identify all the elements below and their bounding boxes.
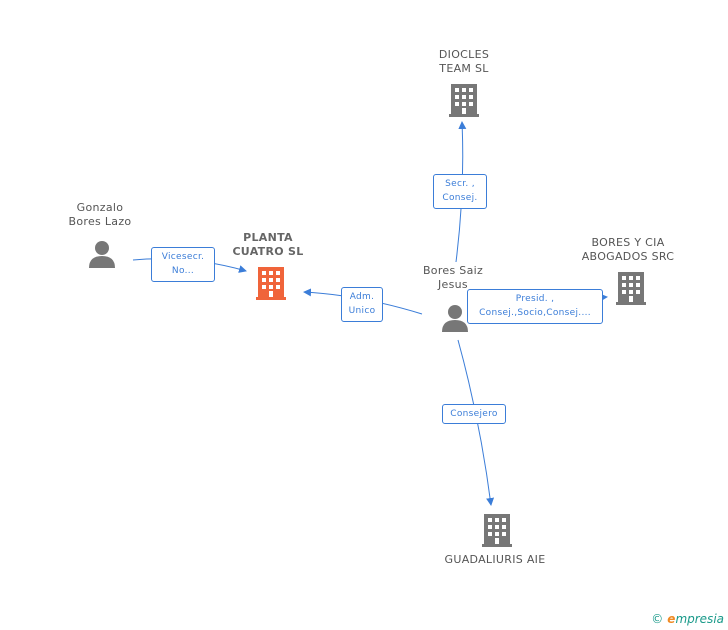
building-icon-bores-cia[interactable] (616, 272, 646, 305)
brand-name: mpresia (675, 612, 724, 626)
building-icon-guadaliuris[interactable] (482, 514, 512, 547)
node-label-planta[interactable]: PLANTA CUATRO SL (232, 231, 304, 258)
person-icon-bores-saiz[interactable] (442, 305, 468, 332)
brand-e: e (667, 612, 676, 626)
building-icon-diocles[interactable] (449, 84, 479, 117)
empresia-logo: ©empresia (651, 612, 724, 626)
person-icon-gonzalo[interactable] (89, 241, 115, 268)
node-label-diocles[interactable]: DIOCLES TEAM SL (438, 48, 490, 75)
copyright-symbol: © (651, 612, 664, 626)
node-label-bores-cia[interactable]: BORES Y CIA ABOGADOS SRC (581, 236, 675, 263)
node-label-gonzalo[interactable]: Gonzalo Bores Lazo (68, 201, 132, 228)
edge-label-bores-planta[interactable]: Adm. Unico (341, 287, 383, 322)
edge-label-bores-guadaliuris[interactable]: Consejero (442, 404, 506, 424)
building-icon-planta[interactable] (256, 267, 286, 300)
node-label-guadaliuris[interactable]: GUADALIURIS AIE (444, 553, 546, 566)
edge-label-gonzalo-planta[interactable]: Vicesecr. No... (151, 247, 215, 282)
node-label-bores-saiz[interactable]: Bores Saiz Jesus (422, 264, 484, 291)
edge-label-bores-cia[interactable]: Presid. , Consej.,Socio,Consej.... (467, 289, 603, 324)
edge-label-bores-diocles[interactable]: Secr. , Consej. (433, 174, 487, 209)
